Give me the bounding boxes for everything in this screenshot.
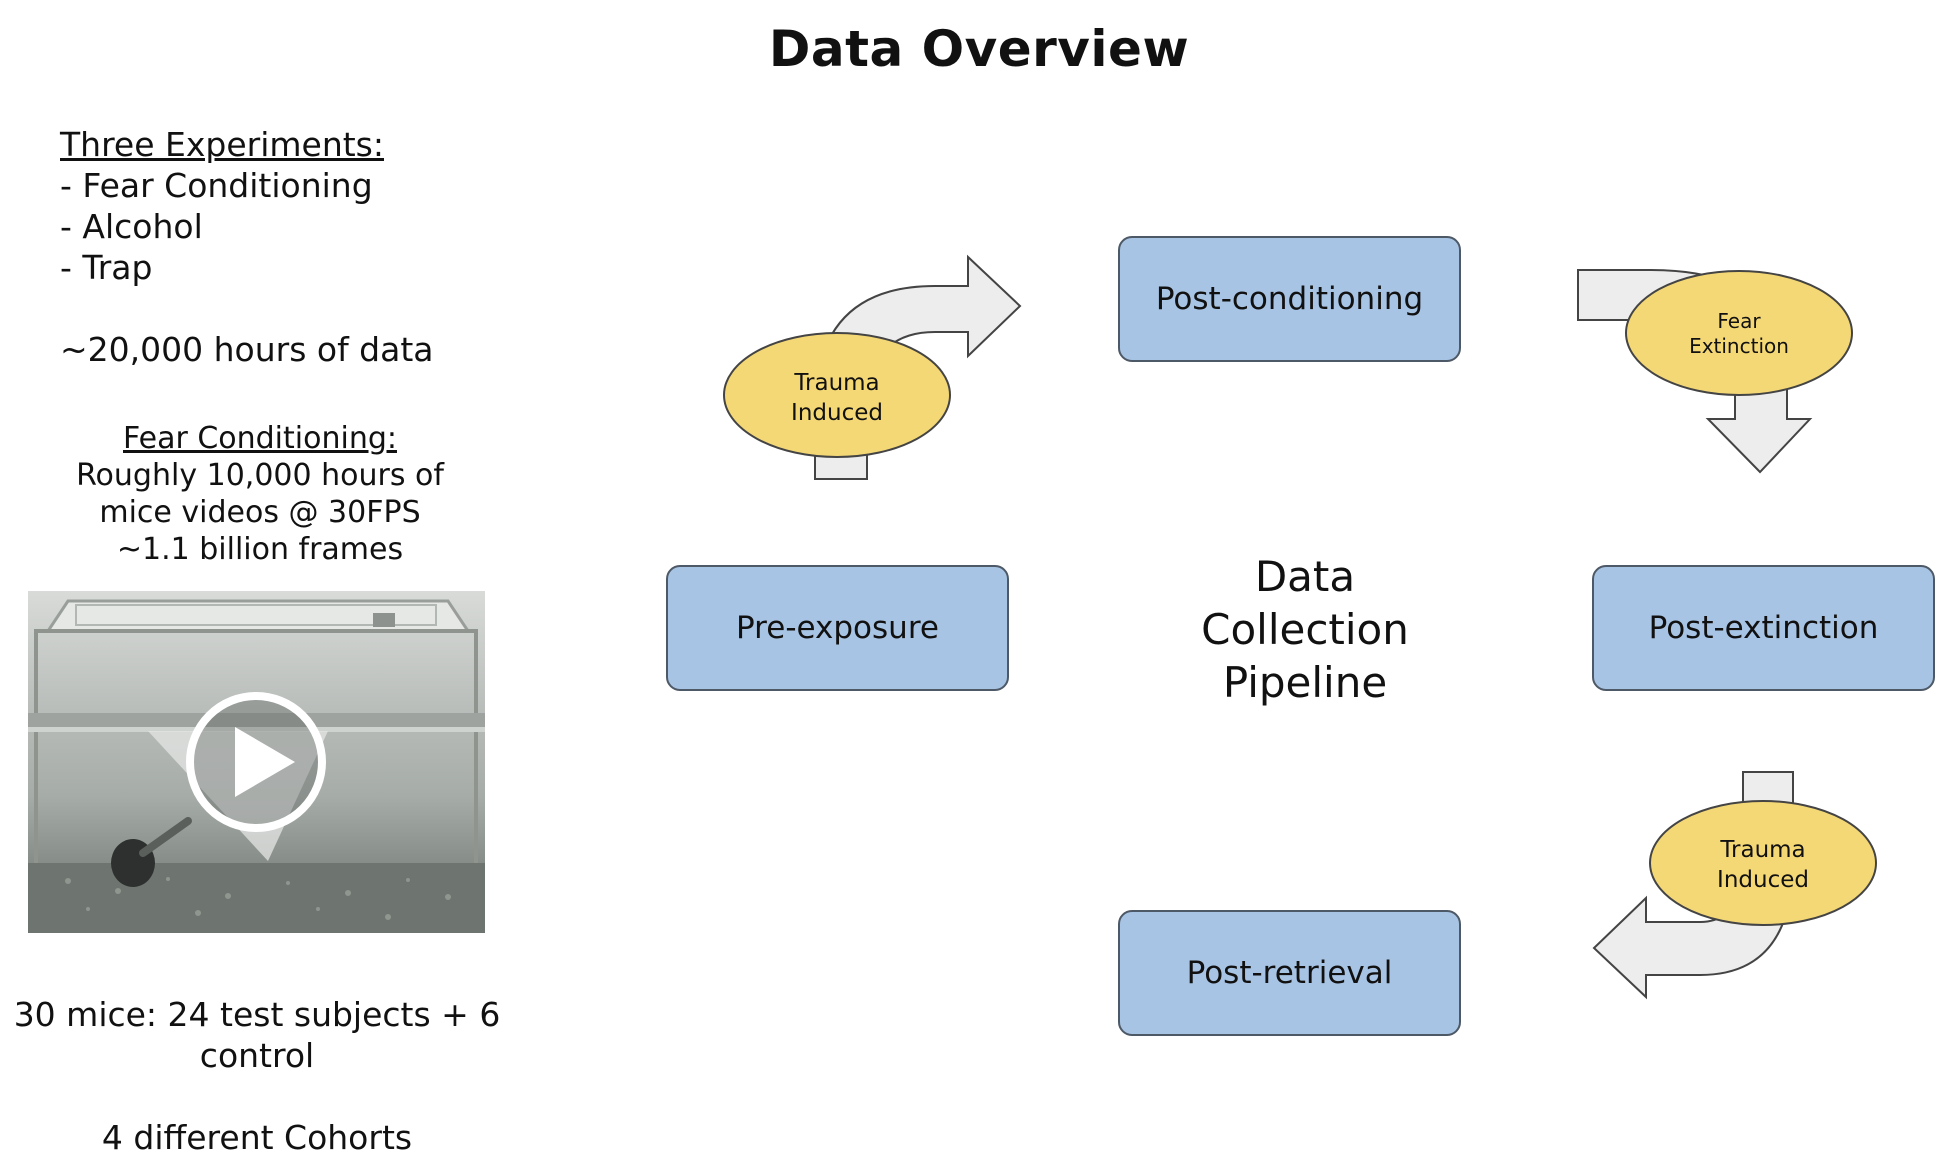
page-title: Data Overview [768, 20, 1190, 78]
trauma-top-label: Trauma [793, 370, 879, 396]
mice-count: 30 mice: 24 test subjects + 6 [13, 995, 501, 1034]
center-label-line: Data [1254, 552, 1356, 601]
summary-section: 30 mice: 24 test subjects + 6 control 4 … [0, 994, 514, 1158]
fear-conditioning-line: ~1.1 billion frames [116, 532, 404, 567]
stage-pre-exposure: Pre-exposure [666, 565, 1009, 691]
mouse-video-player[interactable] [28, 591, 485, 933]
transition-ellipse-trauma-bottom [1649, 800, 1877, 926]
play-icon[interactable] [183, 689, 329, 835]
fear-extinction-label: Extinction [1689, 334, 1789, 358]
experiment-item: - Fear Conditioning [60, 166, 373, 205]
trauma-bottom-label: Induced [1717, 867, 1809, 893]
stage-post-extinction: Post-extinction [1592, 565, 1935, 691]
experiment-item: - Alcohol [60, 207, 203, 246]
trauma-top-label: Induced [791, 400, 883, 426]
center-label-line: Pipeline [1222, 658, 1388, 707]
center-label-line: Collection [1201, 605, 1409, 654]
experiments-heading: Three Experiments: [60, 125, 384, 164]
cohort-count: 4 different Cohorts [101, 1118, 413, 1157]
fear-conditioning-heading: Fear Conditioning: [123, 421, 397, 456]
transition-ellipse-fear-extinction [1625, 270, 1853, 396]
total-hours: ~20,000 hours of data [60, 330, 434, 369]
mice-count-continued: control [199, 1036, 315, 1075]
stage-post-retrieval: Post-retrieval [1118, 910, 1461, 1036]
experiment-item: - Trap [60, 248, 153, 287]
experiments-section: Three Experiments: - Fear Conditioning -… [60, 124, 434, 370]
trauma-bottom-label: Trauma [1719, 837, 1805, 863]
transition-ellipse-trauma-top [723, 332, 951, 458]
fear-conditioning-section: Fear Conditioning: Roughly 10,000 hours … [0, 420, 520, 568]
fear-extinction-label: Fear [1717, 309, 1761, 333]
pipeline-center-label: Data Collection Pipeline [1150, 550, 1460, 709]
stage-post-conditioning: Post-conditioning [1118, 236, 1461, 362]
fear-conditioning-line: Roughly 10,000 hours of [76, 458, 444, 493]
fear-conditioning-line: mice videos @ 30FPS [99, 495, 421, 530]
